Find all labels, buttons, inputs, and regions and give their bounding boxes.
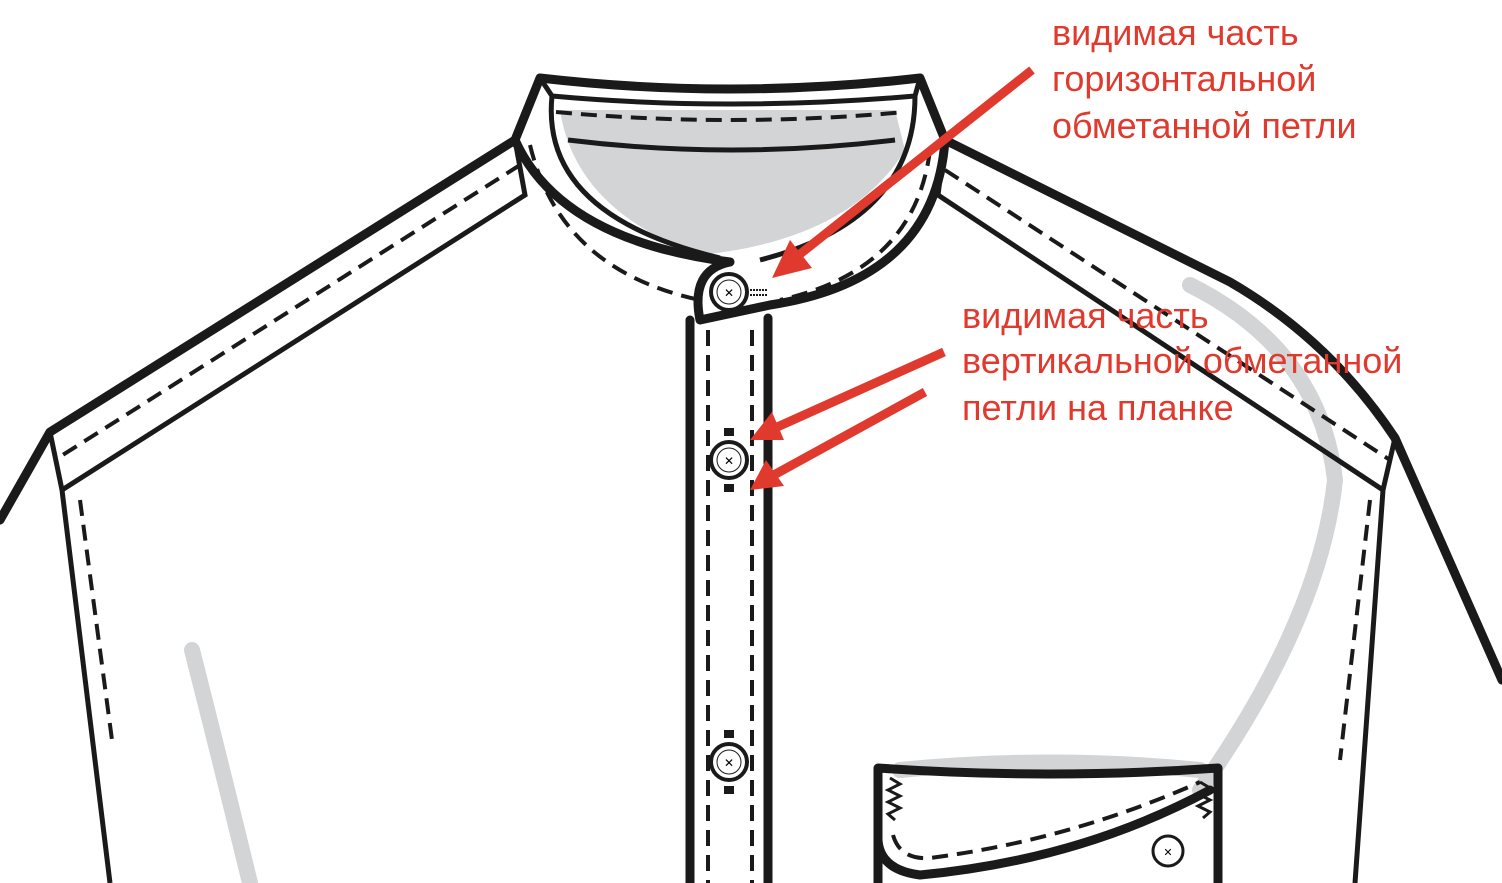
pocket: ✕	[873, 763, 1223, 883]
svg-text:✕: ✕	[724, 454, 734, 468]
arrow-vertical-buttonhole-top	[750, 347, 946, 440]
label-line: видимая часть	[1052, 12, 1299, 53]
label-line: вертикальной обметанной	[962, 340, 1402, 381]
collar-button: ✕	[709, 272, 768, 312]
placket	[685, 313, 773, 883]
placket-button: ✕	[709, 428, 749, 492]
label-line: горизонтальной	[1052, 58, 1316, 99]
label-line: видимая часть	[962, 295, 1209, 336]
svg-text:✕: ✕	[724, 286, 734, 300]
arrow-horizontal-buttonhole	[772, 66, 1035, 278]
placket-button: ✕	[709, 730, 749, 794]
label-line: обметанной петли	[1052, 105, 1357, 146]
label-horizontal-buttonhole: видимая часть горизонтальной обметанной …	[1052, 12, 1357, 146]
svg-text:✕: ✕	[724, 756, 734, 770]
arrow-vertical-buttonhole-bottom	[750, 388, 928, 490]
label-vertical-buttonhole: видимая часть вертикальной обметанной пе…	[962, 295, 1412, 428]
label-line: петли на планке	[962, 387, 1234, 428]
svg-text:✕: ✕	[1163, 846, 1172, 859]
